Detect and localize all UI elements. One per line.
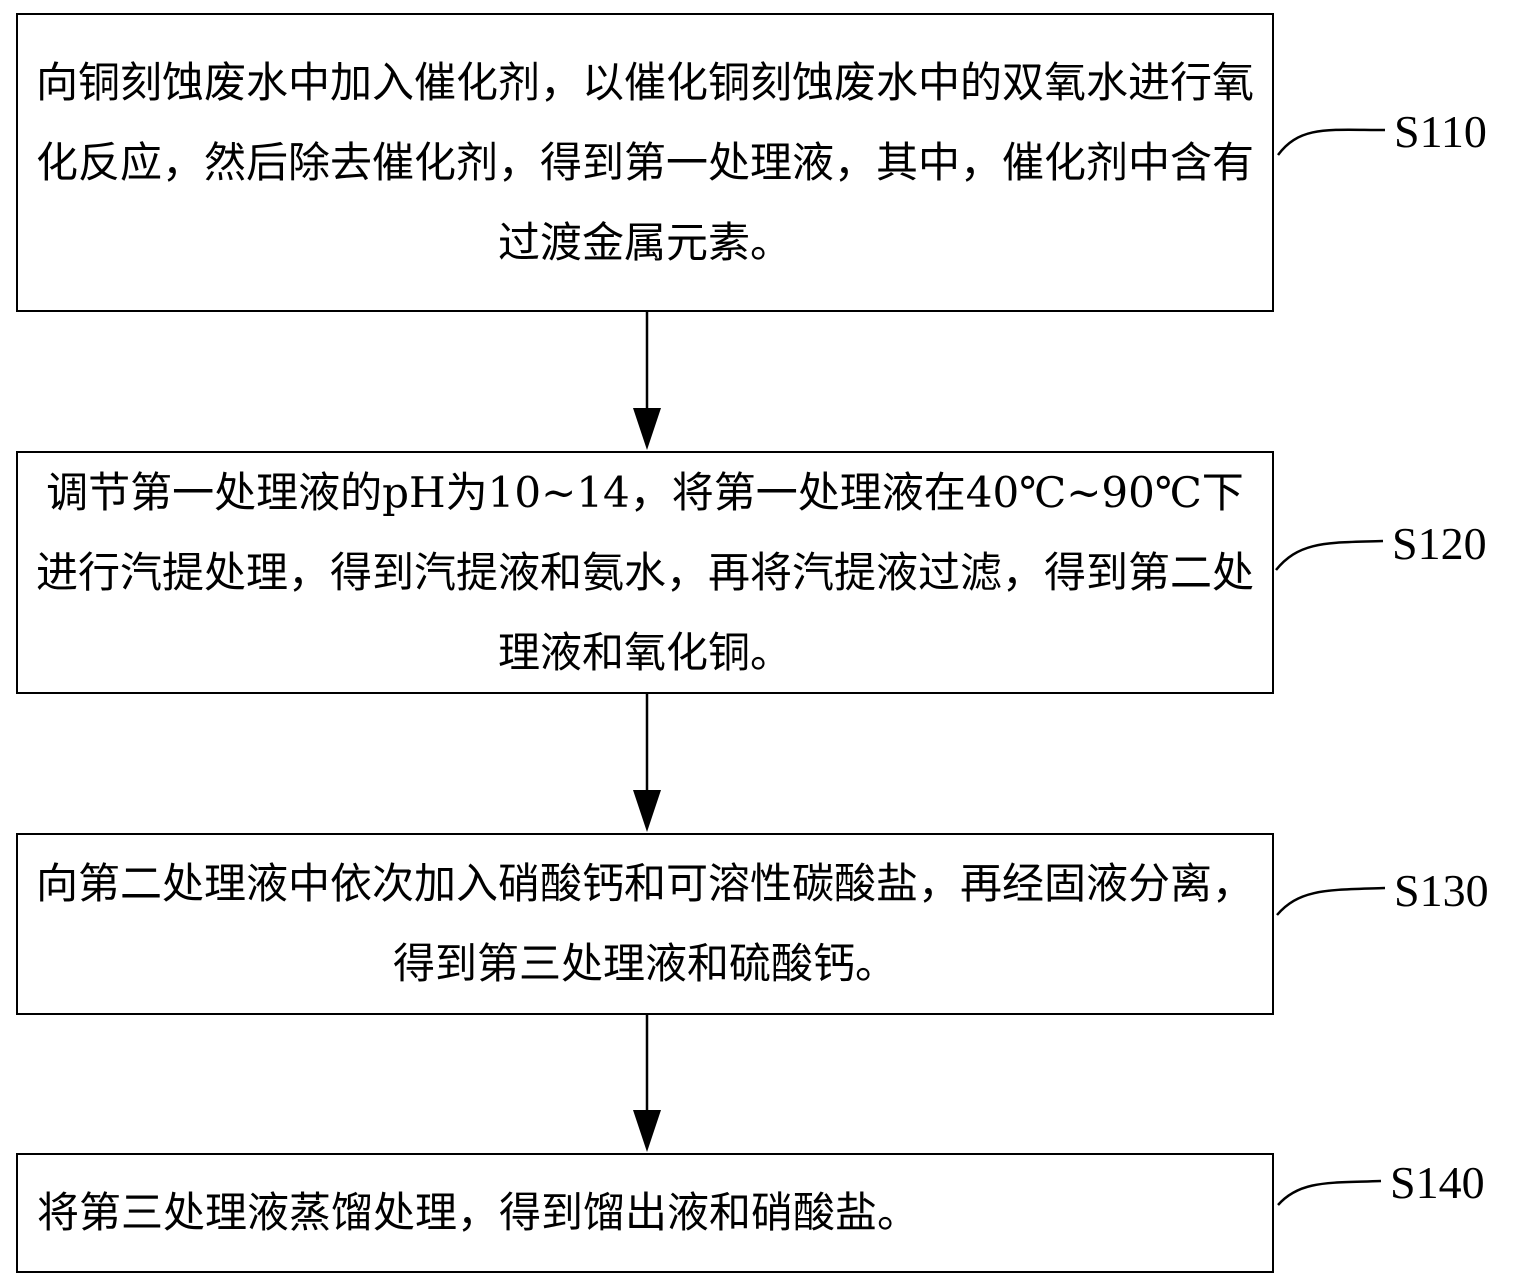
step-text-s120: 调节第一处理液的pH为10~14，将第一处理液在40℃~90℃下进行汽提处理，得… bbox=[35, 467, 1254, 677]
flow-arrow-s120-s130 bbox=[633, 694, 661, 832]
step-label-s120: S120 bbox=[1392, 518, 1487, 569]
step-text-s140: 将第三处理液蒸馏处理，得到馏出液和硝酸盐。 bbox=[37, 1188, 920, 1237]
step-label-s110: S110 bbox=[1394, 106, 1487, 157]
step-box-s120: 调节第一处理液的pH为10~14，将第一处理液在40℃~90℃下进行汽提处理，得… bbox=[16, 451, 1274, 694]
flow-arrow-s110-s120 bbox=[633, 312, 661, 450]
leader-line-s130 bbox=[1276, 886, 1386, 916]
leader-line-s110 bbox=[1276, 128, 1386, 156]
step-box-s140: 将第三处理液蒸馏处理，得到馏出液和硝酸盐。 bbox=[16, 1153, 1274, 1273]
step-box-s130: 向第二处理液中依次加入硝酸钙和可溶性碳酸盐，再经固液分离，得到第三处理液和硫酸钙… bbox=[16, 833, 1274, 1015]
leader-line-s120 bbox=[1275, 539, 1384, 571]
leader-line-s140 bbox=[1277, 1179, 1382, 1206]
flow-arrow-s130-s140 bbox=[633, 1015, 661, 1152]
step-text-s130: 向第二处理液中依次加入硝酸钙和可溶性碳酸盐，再经固液分离，得到第三处理液和硫酸钙… bbox=[35, 859, 1254, 988]
step-box-s110: 向铜刻蚀废水中加入催化剂，以催化铜刻蚀废水中的双氧水进行氧化反应，然后除去催化剂… bbox=[16, 13, 1274, 312]
step-text-s110: 向铜刻蚀废水中加入催化剂，以催化铜刻蚀废水中的双氧水进行氧化反应，然后除去催化剂… bbox=[35, 57, 1254, 267]
step-label-s140: S140 bbox=[1390, 1157, 1485, 1208]
step-label-s130: S130 bbox=[1394, 865, 1489, 916]
